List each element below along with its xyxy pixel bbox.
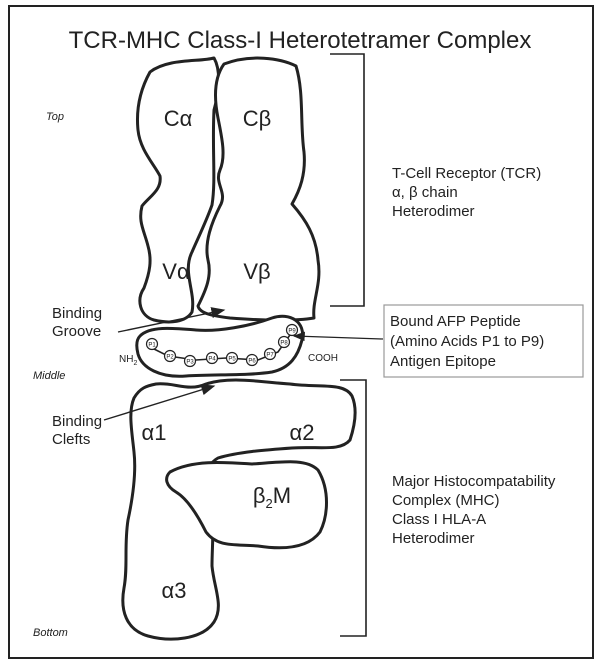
peptide-arrow [294,336,383,339]
bottom-label: Bottom [33,627,68,639]
binding-groove-label-line2: Groove [52,323,101,340]
c-beta-label: Cβ [243,106,272,131]
residue-label-p1: P1 [148,343,156,349]
peptide-label-line3: Antigen Epitope [390,353,496,370]
mhc-label-line1: Major Histocompatability [392,473,556,490]
v-alpha-label: Vα [162,259,190,284]
binding-clefts-label-line1: Binding [52,413,102,430]
residue-label-p4: P4 [208,357,216,363]
binding-clefts-label-line2: Clefts [52,431,90,448]
mhc-label-line4: Heterodimer [392,530,475,547]
peptide-label-line1: Bound AFP Peptide [390,313,521,330]
c-terminus-label: COOH [308,353,338,364]
mhc-label-line3: Class I HLA-A [392,511,486,528]
c-alpha-label: Cα [164,106,193,131]
residue-label-p3: P3 [186,360,194,366]
residue-label-p6: P6 [248,359,256,365]
n-terminus-label: NH2 [119,354,137,367]
peptide-binding-groove [137,316,303,376]
alpha3-label: α3 [162,578,187,603]
binding-groove-label-line1: Binding [52,305,102,322]
v-beta-label: Vβ [243,259,270,284]
residue-label-p9: P9 [288,329,296,335]
residue-label-p8: P8 [280,341,288,347]
tcr-label-line1: T-Cell Receptor (TCR) [392,165,541,182]
middle-label: Middle [33,370,65,382]
tcr-label-line2: α, β chain [392,184,458,201]
mhc-label-line2: Complex (MHC) [392,492,500,509]
residue-label-p7: P7 [266,353,274,359]
tcr-bracket [330,54,364,306]
tcr-label-line3: Heterodimer [392,203,475,220]
top-label: Top [46,111,64,123]
alpha1-label: α1 [142,420,167,445]
peptide-label-line2: (Amino Acids P1 to P9) [390,333,544,350]
alpha2-label: α2 [290,420,315,445]
residue-label-p5: P5 [228,357,236,363]
beta2m-label: β2M [253,483,291,511]
figure-title: TCR-MHC Class-I Heterotetramer Complex [69,27,532,54]
residue-label-p2: P2 [166,355,174,361]
